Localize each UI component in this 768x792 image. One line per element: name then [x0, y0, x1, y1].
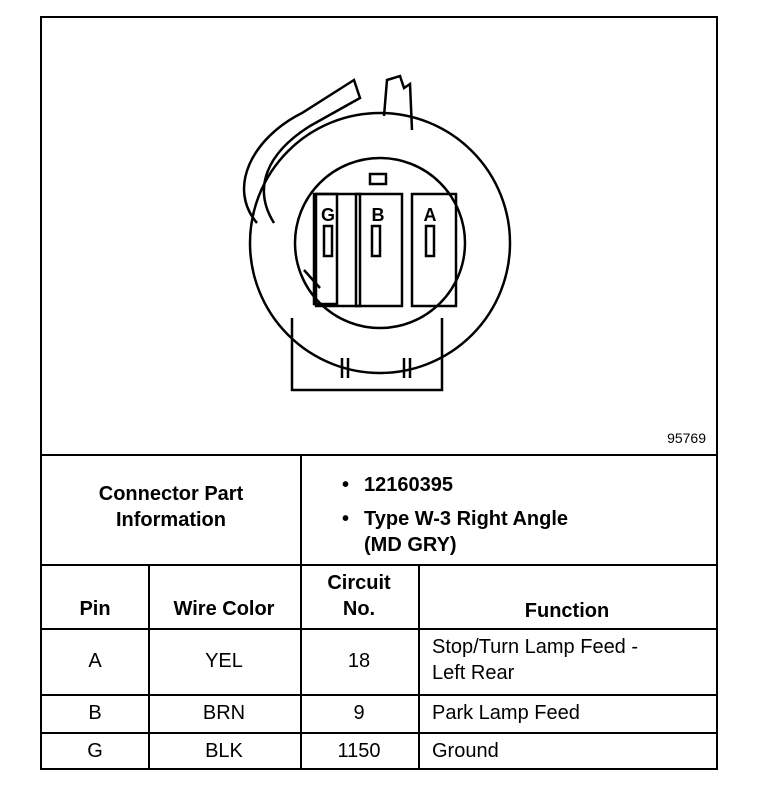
divider	[42, 732, 716, 734]
connector-inner-ring	[293, 156, 467, 330]
connector-diagram: G B A	[242, 74, 512, 392]
table-cell-circuit: 18	[347, 650, 371, 672]
divider	[300, 454, 302, 564]
table-cell-pin: A	[88, 650, 102, 672]
table-cell-function: Park Lamp Feed	[432, 702, 580, 724]
table-cell-wire-color: YEL	[205, 650, 243, 672]
header-wire-color: Wire Color	[173, 598, 275, 620]
pin-label-a: A	[424, 205, 437, 225]
divider	[42, 454, 716, 456]
divider	[42, 628, 716, 630]
lock-notch	[303, 269, 321, 289]
divider	[42, 694, 716, 696]
table-cell-pin: B	[88, 702, 102, 724]
header-pin: Pin	[79, 598, 111, 620]
pin-slot-b	[370, 224, 382, 258]
table-cell-function: Ground	[432, 740, 499, 762]
table-cell-wire-color: BLK	[205, 740, 243, 762]
connector-body	[290, 318, 444, 392]
cavity-a	[410, 192, 458, 308]
cavity-g	[314, 192, 362, 308]
table-cell-pin: G	[87, 740, 103, 762]
pin-slot-a	[424, 224, 436, 258]
part-number: •12160395	[342, 474, 453, 496]
key-notch	[368, 172, 388, 186]
connector-outer-ring	[248, 111, 512, 375]
table-cell-circuit: 9	[353, 702, 365, 724]
pin-slot-g	[322, 224, 334, 258]
connector-info-label: Connector Part Information	[98, 483, 244, 531]
header-function: Function	[524, 600, 610, 622]
divider	[418, 564, 420, 770]
pin-label-b: B	[372, 205, 385, 225]
top-tab	[382, 74, 414, 131]
figure-number: 95769	[667, 430, 706, 446]
connector-type: •Type W-3 Right Angle (MD GRY)	[342, 508, 569, 556]
table-cell-circuit: 1150	[337, 740, 381, 762]
pin-label-g: G	[321, 205, 335, 225]
divider	[42, 564, 716, 566]
divider	[300, 564, 302, 770]
latch-arm	[242, 78, 362, 224]
table-cell-wire-color: BRN	[202, 702, 246, 724]
divider	[148, 564, 150, 770]
table-cell-function: Stop/Turn Lamp Feed -Left Rear	[432, 636, 639, 684]
cavity-b	[354, 192, 404, 308]
connector-frame: G B A 95769 Connector Part Information •…	[40, 16, 718, 770]
